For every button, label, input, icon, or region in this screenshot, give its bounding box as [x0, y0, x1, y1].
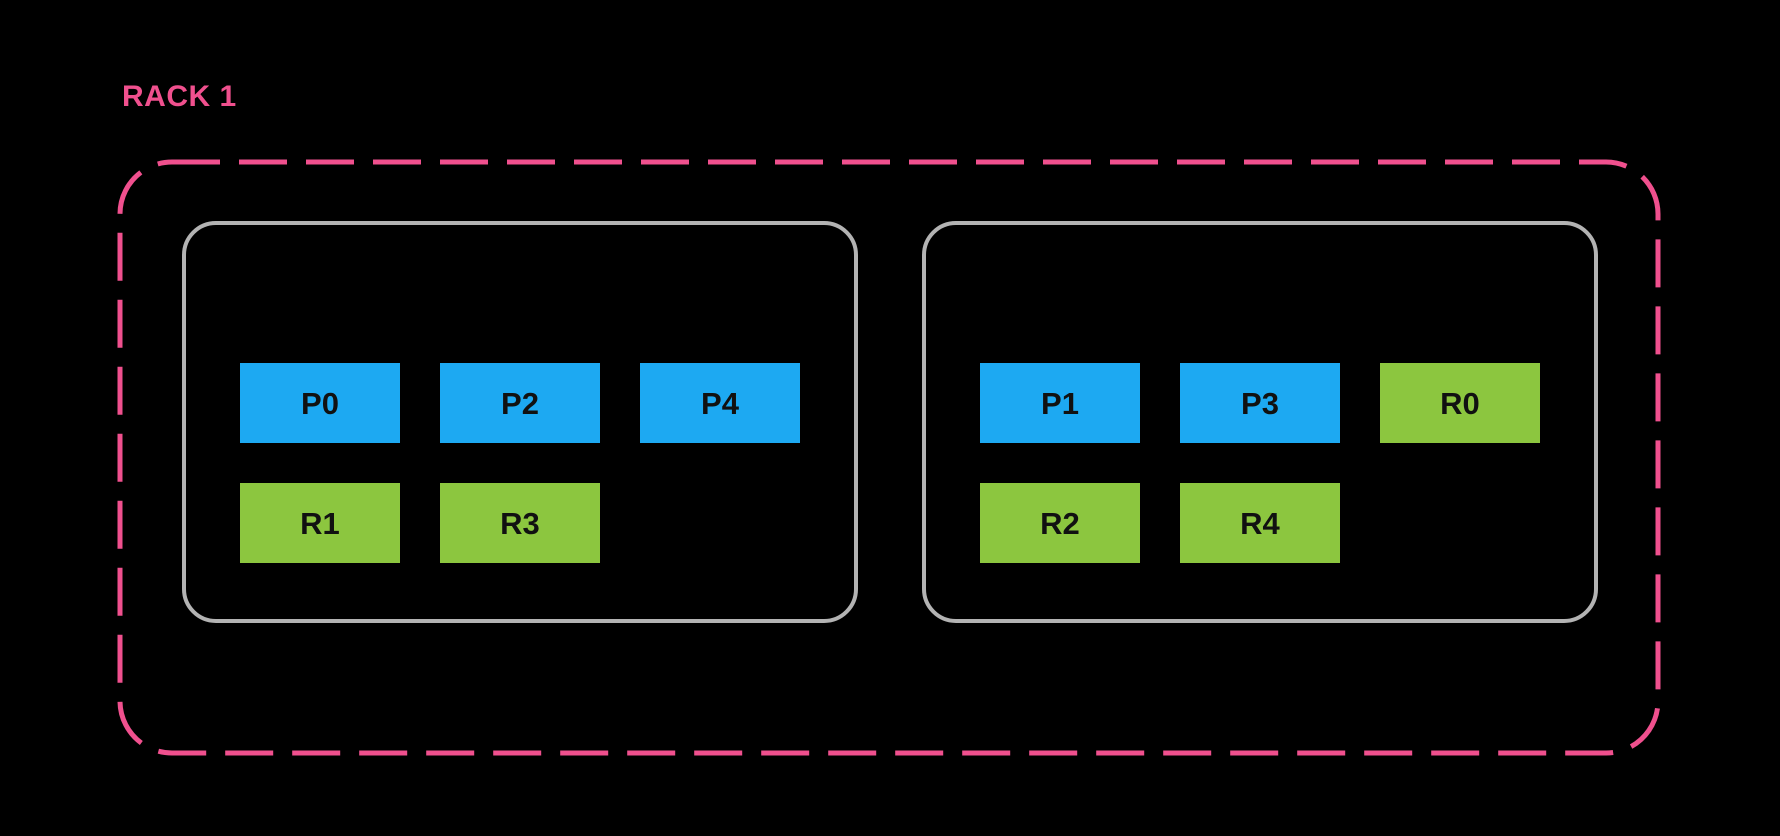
rack-title: RACK 1 [122, 80, 237, 113]
slot-r0: R0 [1380, 363, 1540, 443]
node-2: P1 P3 R0 R2 R4 [922, 221, 1598, 623]
node-1-slots: P0 P2 P4 R1 R3 [240, 363, 800, 563]
slot-r3: R3 [440, 483, 600, 563]
slot-p4: P4 [640, 363, 800, 443]
slot-r4: R4 [1180, 483, 1340, 563]
slot-r2: R2 [980, 483, 1140, 563]
slot-p1: P1 [980, 363, 1140, 443]
node-1: P0 P2 P4 R1 R3 [182, 221, 858, 623]
node-2-slots: P1 P3 R0 R2 R4 [980, 363, 1540, 563]
slot-p0: P0 [240, 363, 400, 443]
rack-dashed-border [117, 159, 1661, 756]
slot-p2: P2 [440, 363, 600, 443]
slot-p3: P3 [1180, 363, 1340, 443]
slot-r1: R1 [240, 483, 400, 563]
